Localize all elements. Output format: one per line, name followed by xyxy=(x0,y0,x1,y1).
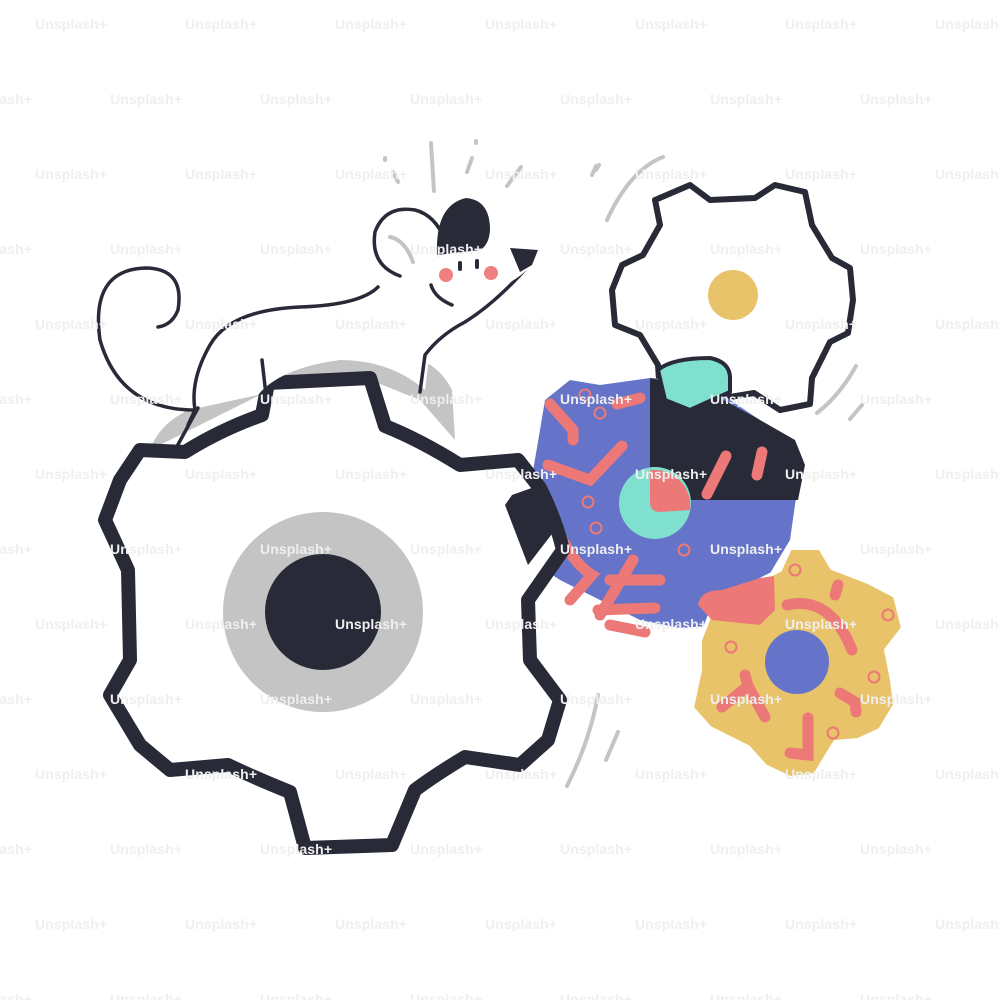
yellow-gear-hub xyxy=(708,270,758,320)
motion-lines-top xyxy=(383,139,665,222)
motion-lines-right xyxy=(815,364,864,421)
blue-gear-hub xyxy=(765,630,829,694)
small-white-gear xyxy=(609,182,856,413)
teal-connector xyxy=(656,356,732,412)
large-white-gear xyxy=(98,371,570,855)
yellow-patterned-gear xyxy=(690,546,905,780)
gear-hub-center xyxy=(265,554,381,670)
gear-shadow xyxy=(150,348,455,450)
motion-lines-bottom xyxy=(565,693,620,788)
mouse xyxy=(96,198,540,452)
